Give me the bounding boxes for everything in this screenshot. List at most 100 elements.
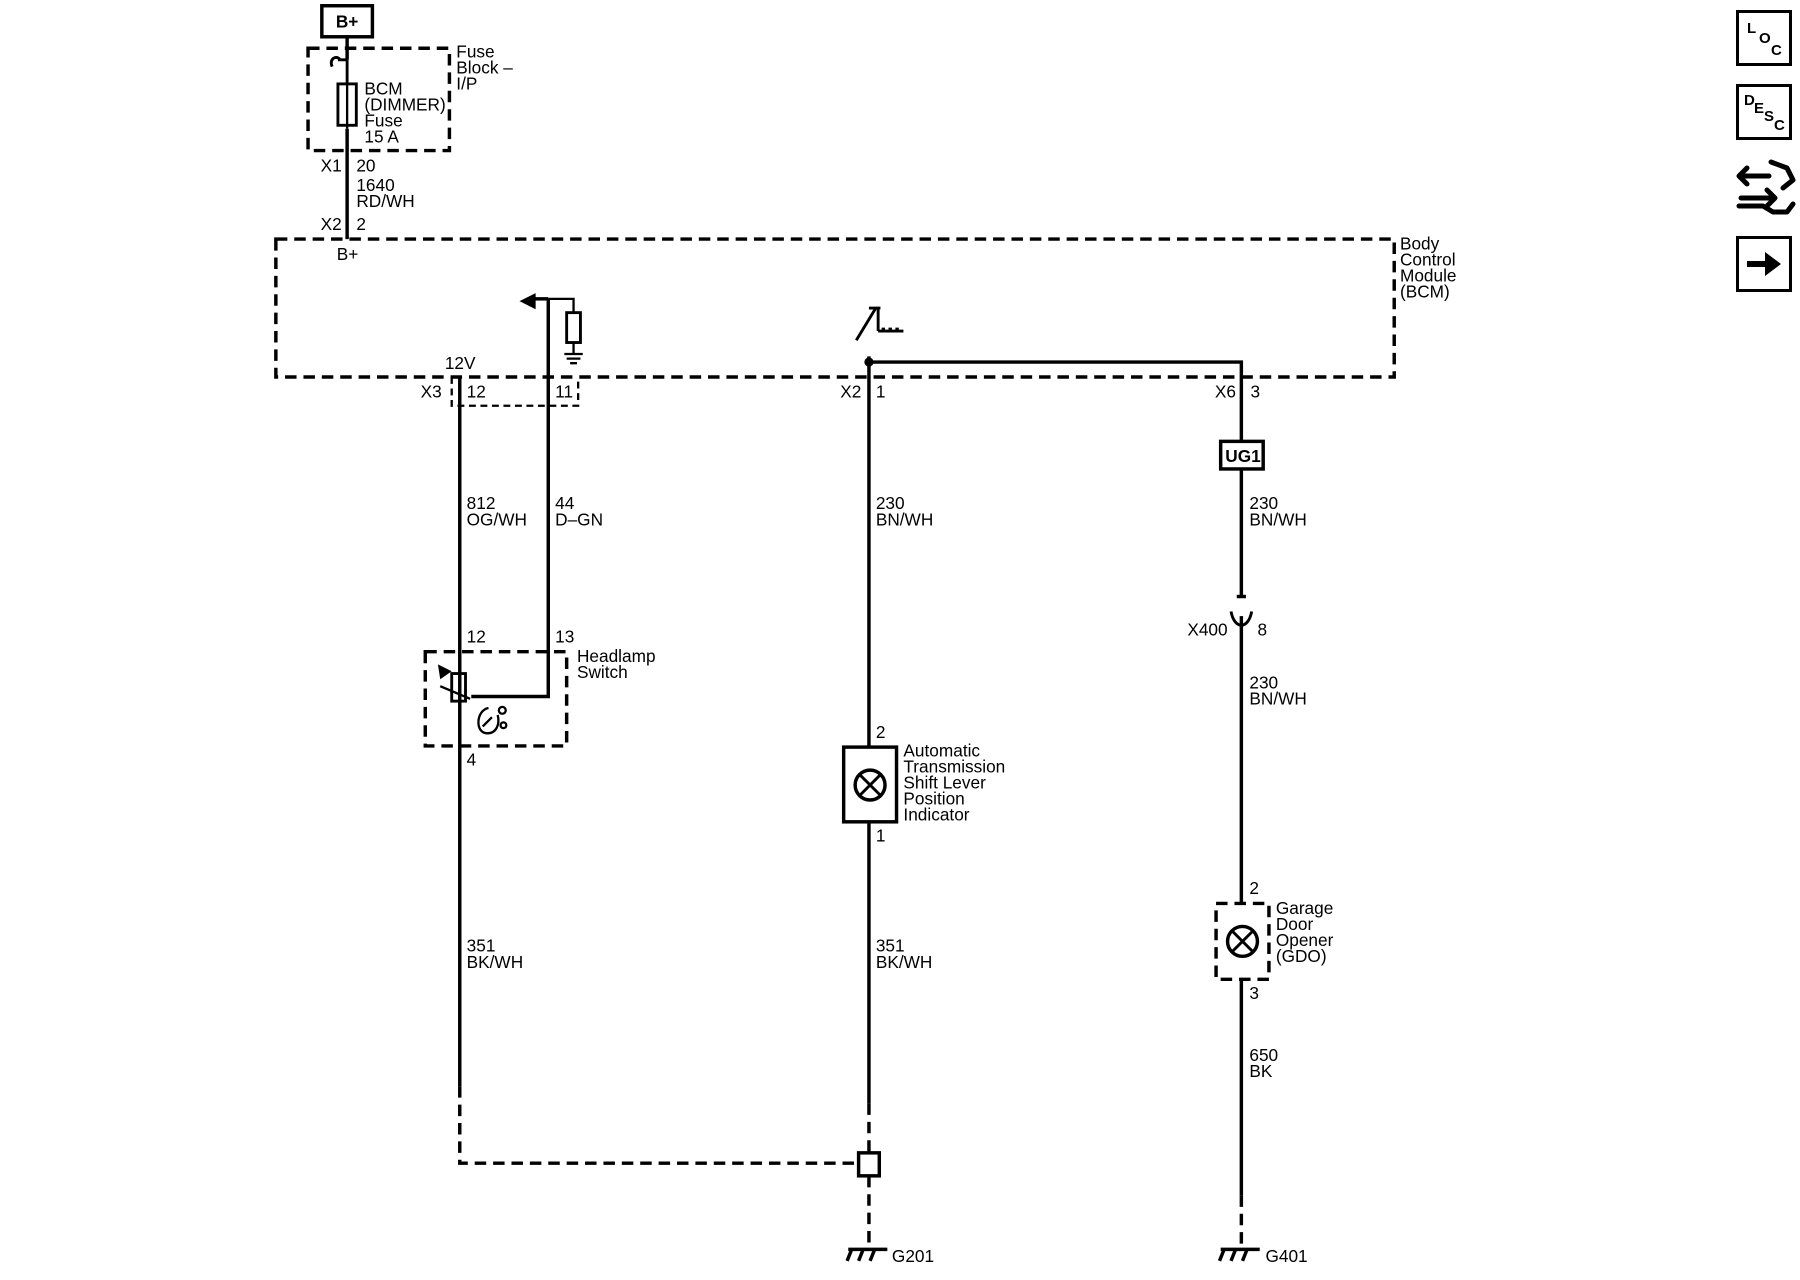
location-icon: L O C <box>1747 20 1782 59</box>
ground-dashed-link <box>458 1086 857 1165</box>
svg-text:O: O <box>1759 30 1771 47</box>
connector-x6-pin-3: 3 <box>1251 382 1261 402</box>
connector-x3-label: X3 <box>421 382 442 402</box>
connector-x1-label: X1 <box>321 155 342 175</box>
connector-x1-pin: 20 <box>356 155 375 175</box>
wire-230-gdo-circuit: 230 <box>1249 493 1278 513</box>
next-icon <box>1747 252 1781 276</box>
wire-812-circuit: 812 <box>467 493 496 513</box>
svg-text:Door: Door <box>1276 914 1314 934</box>
instrument-lamp-icon <box>477 705 508 735</box>
wire-230-gdo-color: BN/WH <box>1249 509 1306 529</box>
svg-text:(GDO): (GDO) <box>1276 946 1327 966</box>
svg-text:(DIMMER): (DIMMER) <box>364 94 445 114</box>
headlamp-switch-pin-4: 4 <box>467 750 477 770</box>
svg-text:Control: Control <box>1400 250 1456 270</box>
svg-text:L: L <box>1747 20 1756 37</box>
gdo-pin-3: 3 <box>1249 983 1259 1003</box>
gdo-lamp-icon <box>1225 924 1260 959</box>
svg-text:Module: Module <box>1400 266 1457 286</box>
bcm-bplus-pin-label: B+ <box>337 244 359 264</box>
wire-1640-circuit: 1640 <box>356 175 394 195</box>
ground-g201-icon <box>845 1247 888 1262</box>
gdo-label: Garage Door Opener (GDO) <box>1276 898 1334 966</box>
svg-text:Fuse: Fuse <box>364 110 402 130</box>
fuse-block-terminal <box>329 56 349 83</box>
wire-351-center-circuit: 351 <box>876 936 905 956</box>
connector-x3-pin-11: 11 <box>555 382 573 402</box>
wire-230-gdo-feed <box>868 360 1244 441</box>
wire-44 <box>471 298 550 699</box>
svg-text:Transmission: Transmission <box>903 756 1005 776</box>
headlamp-switch-pin-13: 13 <box>555 627 574 647</box>
dimmer-rheostat <box>450 672 467 703</box>
svg-text:D: D <box>1744 92 1755 109</box>
wire-351-center-color: BK/WH <box>876 952 933 972</box>
gdo-pin-2: 2 <box>1249 878 1259 898</box>
connector-views-icon <box>1736 159 1796 215</box>
svg-text:E: E <box>1754 100 1764 117</box>
connector-x2-label: X2 <box>840 382 861 402</box>
description-icon: D E S C <box>1744 92 1785 134</box>
svg-text:Switch: Switch <box>577 662 628 682</box>
wire-650-color: BK <box>1249 1061 1272 1081</box>
svg-text:Garage: Garage <box>1276 898 1334 918</box>
shift-indicator-pin-1: 1 <box>876 825 886 845</box>
rheostat-arrow-icon <box>437 664 452 680</box>
svg-text:Opener: Opener <box>1276 930 1334 950</box>
wire-351-left-color: BK/WH <box>467 952 523 972</box>
connector-x2-supply-pin: 2 <box>356 214 366 234</box>
fuse-block-outline <box>306 46 452 153</box>
wire-650-circuit: 650 <box>1249 1045 1278 1065</box>
shift-indicator-pin-2: 2 <box>876 722 886 742</box>
svg-text:BCM: BCM <box>364 78 402 98</box>
svg-text:Block –: Block – <box>456 58 513 78</box>
input-arrow-icon <box>519 293 536 310</box>
shift-indicator-body <box>841 745 899 824</box>
svg-text:C: C <box>1774 117 1785 134</box>
fuse-label: BCM (DIMMER) Fuse 15 A <box>364 78 445 146</box>
connector-x400-pin: 8 <box>1257 620 1267 640</box>
wire-230-center-color: BN/WH <box>876 509 933 529</box>
headlamp-switch-pin-12: 12 <box>467 627 486 647</box>
svg-text:Fuse: Fuse <box>456 41 494 61</box>
svg-text:Automatic: Automatic <box>903 740 980 760</box>
ground-g401-label: G401 <box>1265 1246 1307 1266</box>
svg-text:(BCM): (BCM) <box>1400 282 1450 302</box>
next-button[interactable] <box>1736 236 1792 292</box>
gdo-outline <box>1214 901 1271 982</box>
connector-x400-icon <box>1229 611 1254 627</box>
wire-230-center-circuit: 230 <box>876 493 905 513</box>
svg-text:C: C <box>1771 42 1782 59</box>
connector-x2-supply-label: X2 <box>321 214 342 234</box>
svg-text:Indicator: Indicator <box>903 805 969 825</box>
fuse-block-label: Fuse Block – I/P <box>456 41 513 93</box>
svg-text:Headlamp: Headlamp <box>577 646 656 666</box>
shift-indicator-lamp-icon <box>853 768 887 802</box>
bcm-internal-ground-icon <box>564 342 583 365</box>
shift-indicator-label: Automatic Transmission Shift Lever Posit… <box>903 740 1005 824</box>
bcm-voltage-label: 12V <box>445 353 476 373</box>
svg-text:I/P: I/P <box>456 74 477 94</box>
bcm-label: Body Control Module (BCM) <box>1400 233 1457 301</box>
location-button[interactable]: L O C <box>1736 10 1792 66</box>
connector-views-button[interactable] <box>1733 154 1799 220</box>
wire-1640-color: RD/WH <box>356 191 414 211</box>
ground-splice <box>856 1151 882 1178</box>
connector-x6-label: X6 <box>1215 382 1236 402</box>
pull-down-resistor <box>565 311 582 344</box>
svg-text:Position: Position <box>903 789 964 809</box>
wire-44-circuit: 44 <box>555 493 575 513</box>
wire-351-left-circuit: 351 <box>467 936 496 956</box>
svg-text:S: S <box>1764 108 1774 125</box>
description-button[interactable]: D E S C <box>1736 84 1792 140</box>
connector-x400-label: X400 <box>1187 620 1227 640</box>
splice-dot <box>864 357 874 367</box>
connector-x2-pin-1: 1 <box>876 382 886 402</box>
bcm-outline <box>274 237 1396 379</box>
svg-text:Body: Body <box>1400 233 1440 253</box>
headlamp-switch-outline <box>423 649 569 748</box>
wire-230-lower-color: BN/WH <box>1249 689 1306 709</box>
